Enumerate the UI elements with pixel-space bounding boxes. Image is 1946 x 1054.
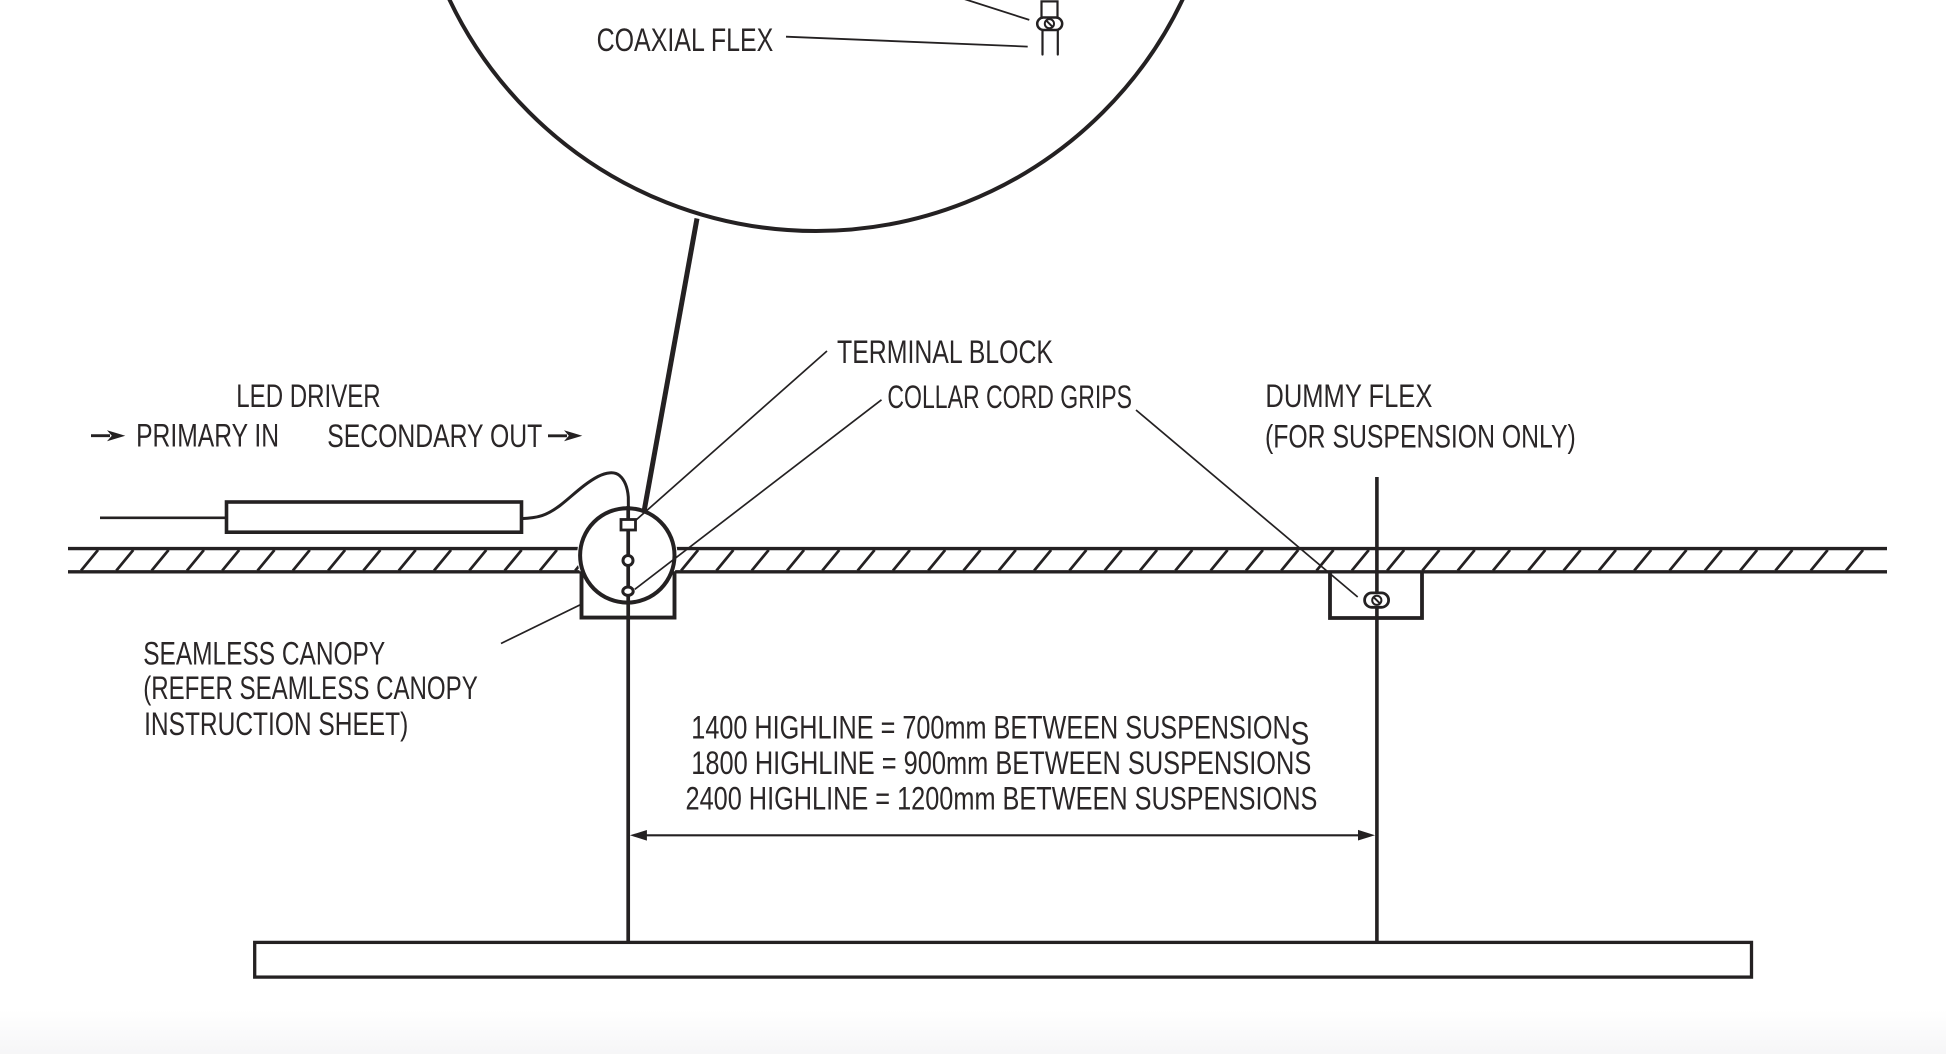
svg-text:S: S <box>1291 715 1310 751</box>
svg-text:COAXIAL FLEX: COAXIAL FLEX <box>597 22 774 58</box>
svg-text:(REFER SEAMLESS CANOPY: (REFER SEAMLESS CANOPY <box>143 670 478 706</box>
svg-text:INSTRUCTION SHEET): INSTRUCTION SHEET) <box>144 706 408 742</box>
svg-text:1800 HIGHLINE = 900mm BETWEEN: 1800 HIGHLINE = 900mm BETWEEN SUSPENSION… <box>691 745 1311 781</box>
svg-text:1400 HIGHLINE = 700mm BETWEEN: 1400 HIGHLINE = 700mm BETWEEN SUSPENSION <box>691 709 1290 745</box>
svg-text:PRIMARY IN: PRIMARY IN <box>136 418 279 454</box>
svg-text:COLLAR CORD GRIPS: COLLAR CORD GRIPS <box>887 379 1132 415</box>
svg-text:(FOR SUSPENSION ONLY): (FOR SUSPENSION ONLY) <box>1265 419 1576 455</box>
svg-text:LED DRIVER: LED DRIVER <box>236 378 380 414</box>
svg-text:SEAMLESS CANOPY: SEAMLESS CANOPY <box>143 636 385 672</box>
svg-text:2400 HIGHLINE = 1200mm BETWEEN: 2400 HIGHLINE = 1200mm BETWEEN SUSPENSIO… <box>686 780 1318 816</box>
svg-text:TERMINAL BLOCK: TERMINAL BLOCK <box>837 334 1053 370</box>
svg-text:SECONDARY OUT: SECONDARY OUT <box>327 418 542 454</box>
svg-text:DUMMY FLEX: DUMMY FLEX <box>1265 378 1432 414</box>
